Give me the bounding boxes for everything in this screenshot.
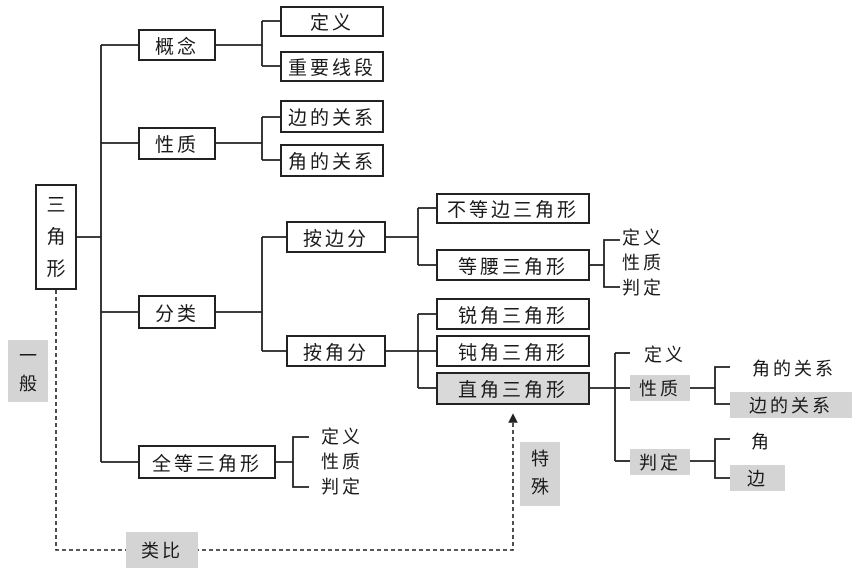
property-sides-node: 边的关系 <box>280 100 384 133</box>
right-definition: 定义 <box>644 345 686 366</box>
congruent-node: 全等三角形 <box>138 445 276 479</box>
classify-node: 分类 <box>138 295 216 329</box>
right-judgement-angle: 角 <box>751 432 772 453</box>
concept-segments-node: 重要线段 <box>280 51 384 82</box>
root-char-1: 三 <box>46 194 66 216</box>
congruent-definition: 定义 <box>321 427 363 448</box>
property-node: 性质 <box>138 127 216 160</box>
root-node: 三 角 形 <box>35 184 77 290</box>
special-label: 特 殊 <box>520 442 560 506</box>
property-angles-node: 角的关系 <box>280 144 384 177</box>
by-angle-node: 按角分 <box>286 335 386 367</box>
obtuse-node: 钝角三角形 <box>436 335 590 367</box>
congruent-items: 定义 性质 判定 <box>321 425 363 500</box>
right-property-sides: 边的关系 <box>730 392 852 418</box>
isosceles-items: 定义 性质 判定 <box>622 226 664 301</box>
concept-definition-node: 定义 <box>280 6 384 37</box>
special-char-1: 特 <box>531 449 549 470</box>
scalene-node: 不等边三角形 <box>436 193 590 224</box>
right-triangle-node: 直角三角形 <box>436 372 590 405</box>
congruent-property: 性质 <box>321 452 363 473</box>
isosceles-node: 等腰三角形 <box>436 249 590 281</box>
isosceles-judgement: 判定 <box>622 278 664 299</box>
root-char-3: 形 <box>46 258 66 280</box>
general-char-2: 般 <box>19 374 37 395</box>
by-side-node: 按边分 <box>286 221 386 253</box>
right-property: 性质 <box>630 375 690 401</box>
acute-node: 锐角三角形 <box>436 298 590 330</box>
root-char-2: 角 <box>46 226 66 248</box>
isosceles-property: 性质 <box>622 253 664 274</box>
right-judgement: 判定 <box>630 449 690 475</box>
special-char-2: 殊 <box>531 477 549 498</box>
isosceles-definition: 定义 <box>622 228 664 249</box>
congruent-judgement: 判定 <box>321 477 363 498</box>
right-property-angles: 角的关系 <box>752 359 836 380</box>
general-char-1: 一 <box>19 346 37 367</box>
concept-node: 概念 <box>138 29 216 61</box>
right-judgement-side: 边 <box>730 465 785 491</box>
general-label: 一 般 <box>8 340 48 402</box>
analogy-label: 类比 <box>126 532 198 568</box>
